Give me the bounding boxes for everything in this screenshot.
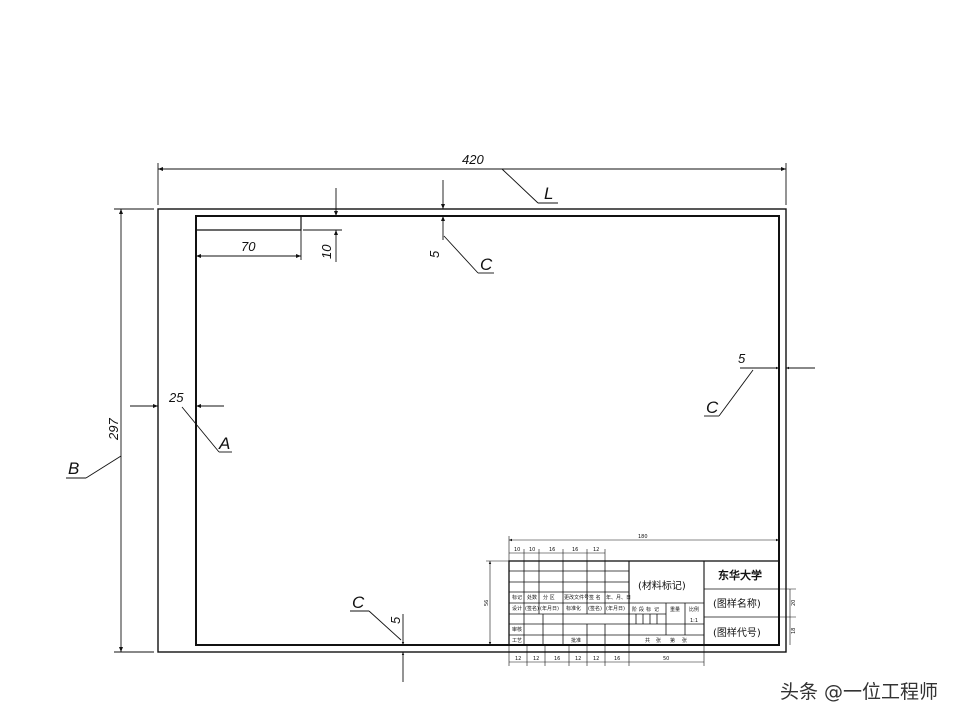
rd-0: 20 — [791, 600, 797, 606]
cb-1: 12 — [533, 656, 539, 662]
cb-2: 16 — [554, 656, 560, 662]
label-A: A — [218, 434, 230, 453]
dim-25-text: 25 — [168, 390, 184, 405]
dim-420 — [157, 163, 787, 205]
drawing-code: (图样代号) — [713, 626, 761, 639]
stage-3: 记 — [654, 606, 659, 613]
weight-label: 重量 — [670, 606, 680, 613]
ct-2: 16 — [549, 547, 555, 553]
r8-c1: 批准 — [571, 637, 581, 644]
sheets-2: 第 — [670, 637, 675, 644]
dim-5-top-text: 5 — [427, 250, 442, 258]
r6-c1: (签名) — [525, 605, 539, 612]
cb-5: 16 — [614, 656, 620, 662]
ct-0: 10 — [514, 547, 520, 553]
dim-5-right — [704, 366, 815, 417]
material-mark: (材料标记) — [638, 579, 686, 592]
r6-c2: (年月日) — [540, 605, 559, 612]
dim-10-text: 10 — [319, 244, 334, 259]
drawing-frame — [195, 215, 780, 646]
scale-value: 1:1 — [690, 618, 698, 624]
cb-3: 12 — [575, 656, 581, 662]
school-name: 东华大学 — [718, 568, 762, 582]
r7-c0: 审核 — [512, 626, 522, 633]
dim-5-top — [441, 180, 494, 274]
drawing-name: (图样名称) — [713, 597, 761, 610]
label-C-right: C — [706, 398, 719, 417]
r8-c0: 工艺 — [512, 638, 522, 644]
dim-70 — [196, 230, 302, 260]
r5-c2: 分 区 — [543, 594, 555, 601]
rd-1: 18 — [791, 628, 797, 634]
label-C-top: C — [480, 255, 493, 274]
r6-c5: (年月日) — [606, 605, 625, 612]
label-C-bottom: C — [352, 593, 365, 612]
r5-c5: 年、月、日 — [606, 594, 631, 601]
cb-right: 50 — [663, 656, 669, 662]
r5-c3: 更改文件号 — [564, 594, 589, 601]
cb-0: 12 — [515, 656, 521, 662]
scale-label: 比例 — [689, 606, 699, 613]
stage-2: 标 — [646, 606, 651, 613]
dim-25 — [130, 404, 232, 453]
dim-297 — [66, 208, 154, 653]
dim-5-bottom-text: 5 — [388, 616, 403, 624]
dim-10 — [303, 188, 342, 262]
dim-70-text: 70 — [241, 239, 256, 254]
sheets-3: 张 — [682, 637, 687, 644]
dim-420-text: 420 — [462, 152, 484, 167]
ct-1: 10 — [529, 547, 535, 553]
label-L: L — [544, 184, 553, 203]
r5-c1: 处数 — [527, 594, 537, 601]
sheets-1: 张 — [656, 637, 661, 644]
watermark: 头条 @一位工程师 — [779, 681, 938, 703]
r6-c0: 设计 — [512, 605, 522, 612]
left-height: 56 — [484, 600, 490, 606]
cb-4: 12 — [593, 656, 599, 662]
label-B: B — [68, 459, 79, 478]
r6-c3: 标准化 — [566, 605, 581, 612]
paper-border — [157, 208, 787, 653]
dim-180-text: 180 — [638, 534, 648, 540]
dim-297-text: 297 — [106, 418, 121, 441]
title-strip — [196, 216, 302, 231]
stage-1: 段 — [639, 606, 644, 613]
title-block: 东华大学 (材料标记) (图样名称) (图样代号) 标记 处数 分 区 更改文件… — [484, 534, 797, 666]
stage-0: 阶 — [632, 606, 637, 613]
dim-5-right-text: 5 — [738, 351, 746, 366]
ct-4: 12 — [593, 547, 599, 553]
dim-5-bottom — [350, 610, 405, 682]
sheets-0: 共 — [645, 637, 650, 644]
ct-3: 16 — [572, 547, 578, 553]
r6-c4: (签名) — [588, 605, 602, 612]
r5-c4: 签 名 — [589, 594, 601, 601]
r5-c0: 标记 — [512, 594, 522, 601]
